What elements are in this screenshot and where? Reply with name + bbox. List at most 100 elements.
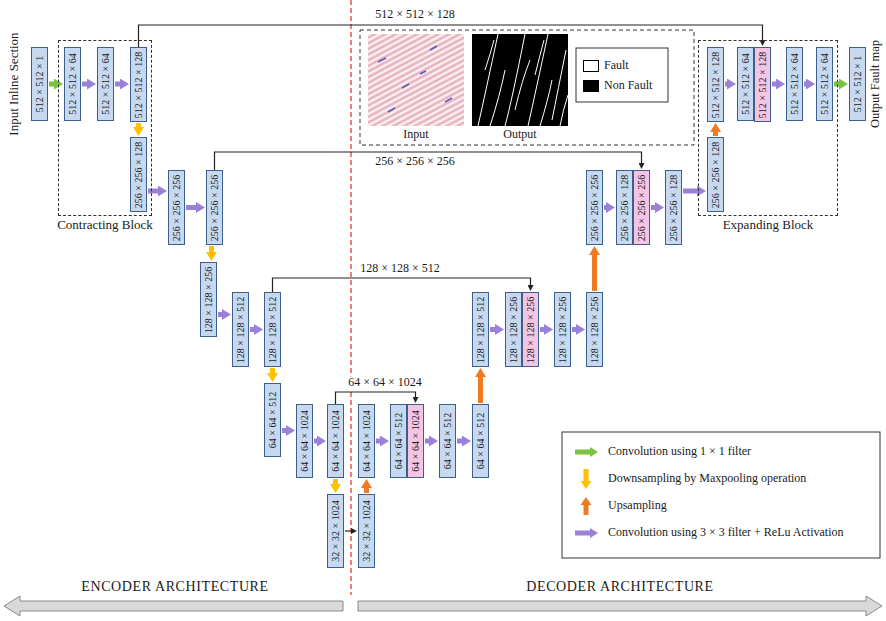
concat-feature-block: 128 × 128 × 256 <box>522 292 539 367</box>
feature-map-block: 512 × 512 × 1 <box>849 47 866 121</box>
dashed-group-box: Expanding Block256 × 256 × 128512 × 512 … <box>698 40 838 216</box>
side-caption: Input Inline Section <box>7 32 21 135</box>
block-size-label: 64 × 64 × 512 <box>476 413 486 469</box>
skip-connection-label: 64 × 64 × 1024 <box>346 376 424 389</box>
conv3x3-arrow <box>540 327 544 332</box>
block-size-label: 128 × 128 × 256 <box>526 296 536 362</box>
seismic-marks <box>378 46 452 112</box>
conv3x3-arrow <box>772 82 776 87</box>
conv3x3-arrow <box>651 205 655 210</box>
legend-swatch <box>583 60 599 72</box>
block-size-label: 512 × 512 × 64 <box>741 53 751 114</box>
skip-connection <box>215 152 642 170</box>
conv3x3-arrow <box>186 205 196 210</box>
feature-map-block: 256 × 256 × 128 <box>616 170 633 245</box>
block-size-label: 256 × 256 × 256 <box>637 174 647 240</box>
feature-map-block: 256 × 256 × 128 <box>707 137 724 212</box>
fault-trace <box>528 34 548 126</box>
feature-map-block: 64 × 64 × 1024 <box>296 404 313 478</box>
legend-text: Convolution using 1 × 1 filter <box>608 445 751 458</box>
concat-feature-block: 512 × 512 × 128 <box>754 47 771 122</box>
feature-map-block: 256 × 256 × 256 <box>586 170 603 245</box>
feature-map-block: 512 × 512 × 64 <box>64 47 81 121</box>
group-title: Expanding Block <box>723 218 814 232</box>
feature-map-block: 256 × 256 × 128 <box>665 170 682 245</box>
seismic-mark <box>402 84 409 88</box>
block-size-label: 64 × 64 × 512 <box>268 392 278 448</box>
upsample-arrow <box>478 377 483 403</box>
feature-map-block: 512 × 512 × 64 <box>97 47 114 121</box>
feature-map-block: 128 × 128 × 512 <box>472 292 489 367</box>
feature-map-block: 128 × 128 × 256 <box>586 292 603 367</box>
feature-map-block: 256 × 256 × 128 <box>130 137 147 212</box>
feature-map-block: 64 × 64 × 512 <box>390 404 407 478</box>
group-title: Contracting Block <box>57 218 153 232</box>
feature-map-block: 64 × 64 × 1024 <box>358 404 375 478</box>
block-size-label: 512 × 512 × 128 <box>711 51 721 117</box>
feature-map-block: 32 × 32 × 1024 <box>358 494 375 568</box>
feature-map-block: 512 × 512 × 64 <box>816 47 833 121</box>
feature-map-block: 64 × 64 × 512 <box>472 404 489 478</box>
encoder-direction-arrow <box>4 596 343 616</box>
block-size-label: 256 × 256 × 128 <box>711 141 721 207</box>
legend-text: Non Fault <box>604 79 652 92</box>
caption-label: Output <box>503 128 536 141</box>
seismic-mark <box>445 98 452 102</box>
upsample-arrow <box>364 488 369 493</box>
feature-map-block: 512 × 512 × 128 <box>130 47 147 122</box>
feature-map-block: 512 × 512 × 64 <box>737 47 754 121</box>
conv3x3-arrow <box>490 327 495 332</box>
block-size-label: 64 × 64 × 512 <box>394 413 404 469</box>
upsample-arrow <box>592 255 597 291</box>
upsample-arrow <box>713 132 718 136</box>
block-size-label: 128 × 128 × 256 <box>509 296 519 362</box>
conv1x1-arrow <box>49 82 54 87</box>
maxpool-arrow <box>333 479 338 484</box>
bottleneck-arrow <box>345 530 351 531</box>
block-size-label: 512 × 512 × 64 <box>101 53 111 114</box>
feature-map-block: 128 × 128 × 512 <box>264 292 281 367</box>
fault-trace <box>540 80 552 126</box>
feature-map-block: 256 × 256 × 256 <box>168 170 185 245</box>
feature-map-block: 256 × 256 × 256 <box>206 170 223 245</box>
block-size-label: 512 × 512 × 1 <box>853 56 863 112</box>
conv3x3-arrow <box>604 205 606 210</box>
fault-trace <box>535 40 544 75</box>
fault-trace <box>485 40 494 70</box>
feature-map-block: 512 × 512 × 1 <box>31 47 48 121</box>
conv3x3-arrow <box>683 189 697 194</box>
feature-map-block: 64 × 64 × 1024 <box>327 404 344 478</box>
feature-map-block: 512 × 512 × 64 <box>786 47 803 121</box>
upsample-sample-arrow <box>581 497 592 515</box>
block-size-label: 128 × 128 × 256 <box>204 266 214 332</box>
seismic-mark <box>378 58 386 62</box>
skip-connection <box>139 25 763 47</box>
fault-trace <box>490 70 505 126</box>
conv3x3-arrow <box>250 327 254 332</box>
skip-connection <box>336 392 416 404</box>
encoder-decoder-divider <box>350 0 351 595</box>
seismic-mark <box>420 71 426 74</box>
legend-swatch <box>583 80 599 92</box>
feature-map-block: 512 × 512 × 128 <box>707 47 724 122</box>
fault-trace <box>478 34 498 126</box>
skip-connection <box>273 278 531 292</box>
block-size-label: 512 × 512 × 128 <box>758 51 768 117</box>
maxpool-arrow <box>209 246 214 252</box>
input-seismic-image <box>368 34 464 126</box>
block-size-label: 64 × 64 × 1024 <box>411 410 421 471</box>
legend-text: Fault <box>604 59 629 72</box>
fault-traces <box>478 34 568 126</box>
conv3x3-arrow <box>314 439 317 444</box>
seismic-mark <box>430 46 437 50</box>
maxpool-arrow <box>136 123 141 127</box>
example-inset-frame <box>360 30 694 145</box>
block-size-label: 128 × 128 × 512 <box>236 296 246 362</box>
block-size-label: 64 × 64 × 512 <box>443 413 453 469</box>
seismic-mark <box>388 108 395 112</box>
conv3x3-arrow <box>376 439 380 444</box>
output-fault-image <box>472 34 568 126</box>
block-size-label: 512 × 512 × 64 <box>820 53 830 114</box>
block-size-label: 32 × 32 × 1024 <box>331 500 341 561</box>
block-size-label: 256 × 256 × 256 <box>210 174 220 240</box>
